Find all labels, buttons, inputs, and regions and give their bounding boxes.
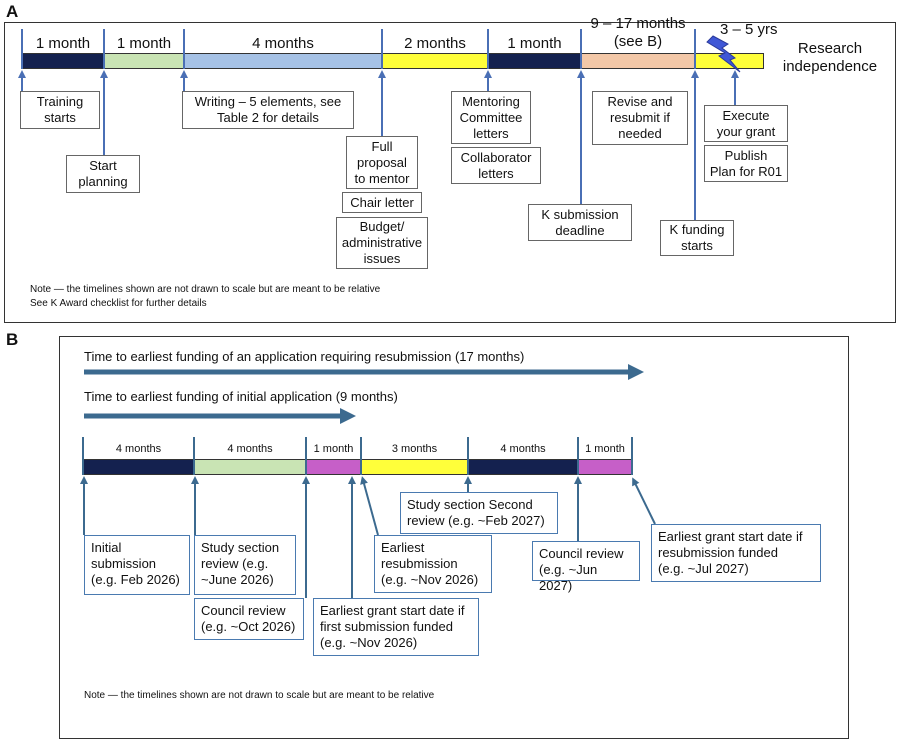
- b-box-initial-submission: Initial submission (e.g. Feb 2026): [84, 535, 190, 595]
- b-arrow-initial-label: Time to earliest funding of initial appl…: [84, 389, 398, 404]
- a-box-collaborator-letters: Collaborator letters: [451, 147, 541, 184]
- b-box-second-review: Study section Second review (e.g. ~Feb 2…: [400, 492, 558, 534]
- b-duration-6: 1 month: [585, 443, 625, 455]
- b-tick-7: [631, 437, 633, 475]
- a-box-chair-letter: Chair letter: [342, 192, 422, 213]
- a-box-writing: Writing – 5 elements, see Table 2 for de…: [182, 91, 354, 129]
- a-note-line-2: See K Award checklist for further detail…: [30, 298, 207, 309]
- a-box-mentoring-letters: Mentoring Committee letters: [451, 91, 531, 144]
- b-box-earliest-start-first: Earliest grant start date if first submi…: [313, 598, 479, 656]
- b-arrow-resubmit: [360, 476, 379, 536]
- a-box-start-planning: Start planning: [66, 155, 140, 193]
- a-tick-7: [694, 29, 696, 69]
- a-note-line-1: Note — the timelines shown are not drawn…: [30, 284, 381, 295]
- a-duration-7: 3 – 5 yrs: [720, 21, 778, 38]
- b-box-council-review-1: Council review (e.g. ~Oct 2026): [194, 598, 304, 640]
- b-arrow-resubmission-label: Time to earliest funding of an applicati…: [84, 349, 525, 364]
- lightning-icon: [706, 35, 741, 73]
- a-duration-1: 1 month: [35, 35, 91, 52]
- b-duration-3: 1 month: [313, 443, 354, 455]
- panel-a-frame: [4, 22, 896, 323]
- b-arrow-resubmission-head: [628, 364, 644, 380]
- b-note: Note — the timelines shown are not drawn…: [84, 690, 435, 701]
- b-duration-1: 4 months: [115, 443, 162, 455]
- b-tick-5: [467, 437, 469, 475]
- a-box-publish-plan: Publish Plan for R01: [704, 145, 788, 182]
- b-tick-4: [360, 437, 362, 475]
- a-duration-4: 2 months: [404, 35, 466, 52]
- a-tick-4: [381, 29, 383, 69]
- a-tick-5: [487, 29, 489, 69]
- a-box-training-starts: Training starts: [20, 91, 100, 129]
- b-duration-2: 4 months: [227, 443, 273, 455]
- a-duration-5: 1 month: [507, 35, 562, 52]
- a-duration-6: 9 – 17 months (see B): [590, 15, 686, 50]
- b-tick-1: [82, 437, 84, 475]
- a-tick-3: [183, 29, 185, 69]
- a-box-execute-grant: Execute your grant: [704, 105, 788, 142]
- a-box-budget: Budget/ administrative issues: [336, 217, 428, 269]
- a-box-full-proposal: Full proposal to mentor: [346, 136, 418, 189]
- a-tick-6: [580, 29, 582, 69]
- b-duration-5: 4 months: [500, 443, 546, 455]
- panel-b-frame: [59, 336, 849, 739]
- a-duration-2: 1 month: [116, 35, 172, 52]
- a-box-revise-resubmit: Revise and resubmit if needed: [592, 91, 688, 145]
- b-arrow-initial-head: [340, 408, 356, 424]
- a-tick-1: [21, 29, 23, 69]
- a-box-k-funding: K funding starts: [660, 220, 734, 256]
- b-tick-2: [193, 437, 195, 475]
- b-box-earliest-resubmission: Earliest resubmission (e.g. ~Nov 2026): [374, 535, 492, 593]
- panel-b-letter: B: [6, 330, 19, 349]
- panel-a-letter: A: [6, 2, 19, 21]
- b-box-council-review-2: Council review (e.g. ~Jun 2027): [532, 541, 640, 593]
- a-tick-2: [103, 29, 105, 69]
- a-research-independence-label: Research independence: [782, 40, 878, 75]
- b-box-study-section-review: Study section review (e.g. ~June 2026): [194, 535, 296, 595]
- a-note: Note — the timelines shown are not drawn…: [30, 283, 380, 311]
- a-box-k-submission: K submission deadline: [528, 204, 632, 241]
- b-tick-6: [577, 437, 579, 475]
- a-duration-3: 4 months: [252, 35, 314, 52]
- b-duration-4: 3 months: [391, 443, 438, 455]
- b-arrow-start-resubmission: [632, 477, 656, 525]
- b-tick-3: [305, 437, 307, 475]
- b-box-earliest-start-resubmission: Earliest grant start date if resubmissio…: [651, 524, 821, 582]
